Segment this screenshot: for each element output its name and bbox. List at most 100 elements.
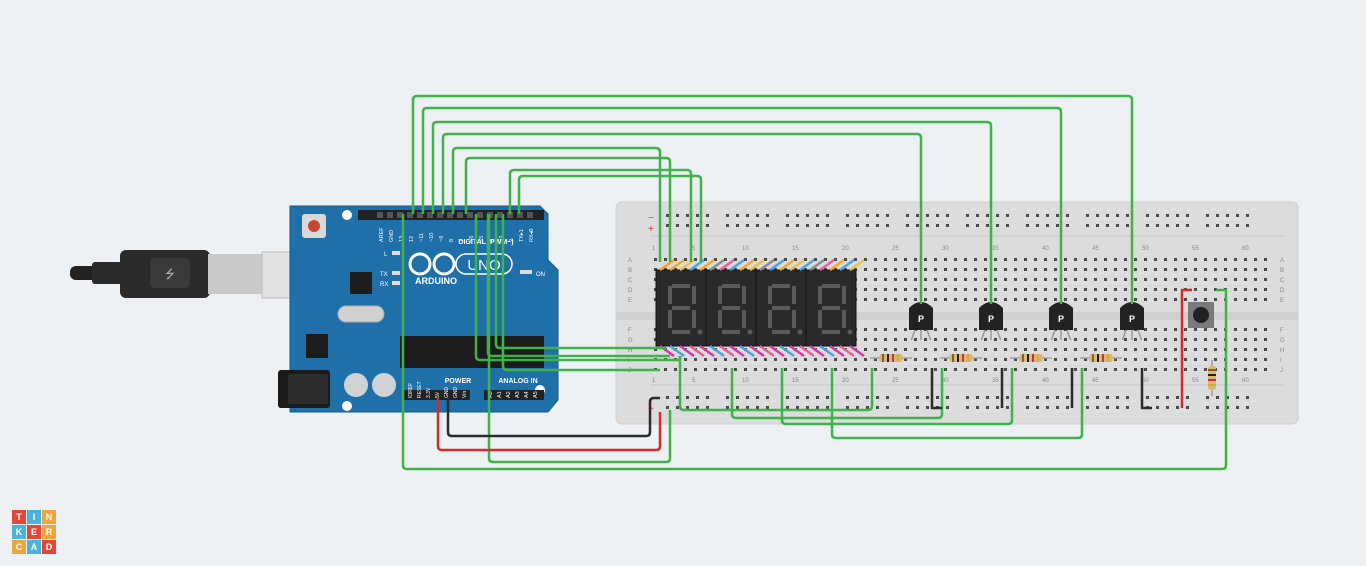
column-label: 35	[992, 378, 999, 384]
logo-letter: A	[27, 540, 41, 554]
digital-pin-label: ~9	[439, 236, 445, 242]
column-label: 50	[1142, 378, 1149, 384]
row-label: I	[1280, 358, 1282, 364]
row-label: A	[628, 258, 632, 264]
logo-letter: E	[27, 525, 41, 539]
pnp-transistor[interactable]: P	[1049, 302, 1073, 341]
column-label: 50	[1142, 246, 1149, 252]
header-pin[interactable]	[497, 212, 503, 218]
arduino-brand: ARDUINO	[415, 276, 457, 286]
row-label: G	[1280, 338, 1285, 344]
column-label: 30	[942, 246, 949, 252]
header-pin[interactable]	[477, 212, 483, 218]
row-label: H	[1280, 348, 1284, 354]
resistor[interactable]	[940, 354, 982, 362]
column-label: 15	[792, 378, 799, 384]
resistor[interactable]	[870, 354, 912, 362]
header-pin[interactable]	[417, 212, 423, 218]
resistor[interactable]	[1080, 354, 1122, 362]
header-pin[interactable]	[397, 212, 403, 218]
column-label: 25	[892, 378, 899, 384]
header-pin[interactable]	[507, 212, 513, 218]
segment	[668, 310, 672, 328]
resistor[interactable]	[1010, 354, 1052, 362]
svg-text:⭍: ⭍	[165, 267, 175, 281]
decimal-point	[697, 329, 703, 335]
digital-pin-label: ~10	[429, 233, 435, 242]
digital-pin-label: ~6	[469, 236, 475, 242]
logo-letter: N	[42, 510, 56, 524]
segment	[792, 310, 796, 328]
segment	[772, 284, 790, 288]
logo-letter: R	[42, 525, 56, 539]
header-pin[interactable]	[517, 212, 523, 218]
display-leg-wires	[659, 258, 865, 358]
segment	[792, 286, 796, 304]
segment	[818, 286, 822, 304]
segment	[672, 306, 690, 310]
pnp-transistor[interactable]: P	[979, 302, 1003, 341]
row-label: G	[628, 338, 633, 344]
logo-letter: K	[12, 525, 26, 539]
row-label: E	[1280, 298, 1284, 304]
header-pin[interactable]	[447, 212, 453, 218]
pnp-transistor[interactable]: P	[1120, 302, 1144, 341]
digital-label: DIGITAL (PWM~)	[458, 239, 513, 246]
column-label: 1	[652, 378, 656, 384]
row-label: F	[1280, 328, 1284, 334]
header-pin[interactable]	[377, 212, 383, 218]
column-label: 1	[652, 246, 656, 252]
column-label: 25	[892, 246, 899, 252]
arduino-infinity-logo	[408, 252, 456, 276]
row-label: A	[1280, 258, 1284, 264]
header-pin[interactable]	[407, 212, 413, 218]
segment	[768, 286, 772, 304]
segment	[772, 330, 790, 334]
segment	[692, 310, 696, 328]
arduino-uno-board[interactable]: UNO ARDUINO DIGITAL (PWM~) POWER ANALOG …	[278, 205, 559, 413]
digital-pin-label: GND	[389, 230, 395, 242]
tx-label: TX	[380, 272, 388, 278]
segment	[672, 330, 690, 334]
analog-label: ANALOG IN	[498, 378, 537, 385]
power-pin-label: GND	[453, 387, 459, 399]
resistor[interactable]	[1208, 360, 1216, 396]
decimal-point	[797, 329, 803, 335]
pnp-transistor[interactable]: P	[909, 302, 933, 341]
header-pin[interactable]	[467, 212, 473, 218]
seven-segment-display[interactable]	[655, 269, 857, 347]
segment	[822, 284, 840, 288]
column-label: 10	[742, 246, 749, 252]
column-label: 55	[1192, 378, 1199, 384]
segment	[772, 306, 790, 310]
segment	[742, 310, 746, 328]
column-label: 20	[842, 378, 849, 384]
push-button[interactable]	[1188, 302, 1214, 328]
wires-power	[436, 288, 1192, 452]
segment	[842, 286, 846, 304]
header-pin[interactable]	[437, 212, 443, 218]
digital-pin-label: TX▸1	[519, 229, 525, 242]
row-label: F	[628, 328, 632, 334]
segment	[768, 310, 772, 328]
header-pin[interactable]	[457, 212, 463, 218]
row-label: D	[1280, 288, 1285, 294]
segment	[722, 306, 740, 310]
header-pin[interactable]	[427, 212, 433, 218]
column-label: 15	[792, 246, 799, 252]
segment	[692, 286, 696, 304]
decimal-point	[847, 329, 853, 335]
digital-pin-label: 2	[509, 239, 515, 242]
logo-letter: D	[42, 540, 56, 554]
rail-minus-label: −	[648, 213, 654, 224]
row-label: B	[628, 268, 632, 274]
segment	[672, 284, 690, 288]
column-label: 60	[1242, 378, 1249, 384]
header-pin[interactable]	[387, 212, 393, 218]
power-pin-label: 3.3V	[426, 387, 432, 398]
header-pin[interactable]	[527, 212, 533, 218]
row-label: C	[628, 278, 633, 284]
power-pin-label: GND	[444, 387, 450, 399]
row-label: D	[628, 288, 633, 294]
